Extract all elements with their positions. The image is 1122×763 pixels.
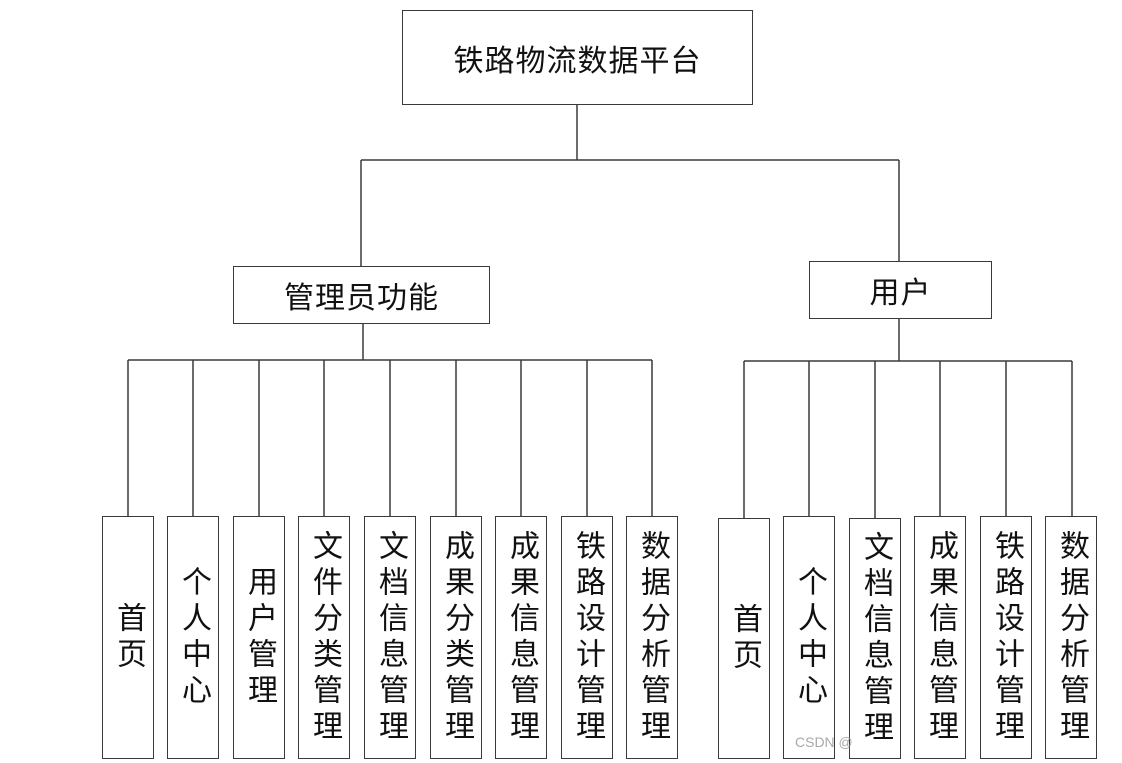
branch-user-label: 用户 [869,276,932,311]
leaf-label: 数据分析管理 [635,529,670,746]
leaf-admin-result-category: 成果分类管理 [430,516,482,759]
leaf-user-result-info: 成果信息管理 [914,516,966,759]
leaf-user-data-analysis: 数据分析管理 [1045,516,1097,759]
leaf-user-profile: 个人中心 [783,516,835,759]
watermark: CSDN @ [795,734,853,750]
leaf-admin-document-info: 文档信息管理 [364,516,416,759]
branch-admin-label: 管理员功能 [284,281,439,316]
leaf-admin-user-management: 用户管理 [233,516,285,759]
leaf-admin-railway-design: 铁路设计管理 [561,516,613,759]
leaf-user-railway-design: 铁路设计管理 [980,516,1032,759]
leaf-label: 文档信息管理 [858,530,893,747]
root-label: 铁路物流数据平台 [453,43,702,79]
leaf-label: 成果信息管理 [923,529,958,746]
leaf-label: 成果分类管理 [439,529,474,746]
leaf-user-home: 首页 [718,518,770,759]
leaf-admin-result-info: 成果信息管理 [495,516,547,759]
leaf-label: 铁路设计管理 [570,529,605,746]
leaf-label: 数据分析管理 [1054,529,1089,746]
leaf-user-document-info: 文档信息管理 [849,518,901,759]
leaf-label: 成果信息管理 [504,529,539,746]
leaf-label: 个人中心 [792,565,827,710]
leaf-admin-data-analysis: 数据分析管理 [626,516,678,759]
leaf-label: 铁路设计管理 [989,529,1024,746]
branch-admin-node: 管理员功能 [233,266,490,324]
leaf-label: 文档信息管理 [373,529,408,746]
leaf-label: 个人中心 [176,565,211,710]
root-node: 铁路物流数据平台 [402,10,753,105]
leaf-label: 首页 [111,601,146,674]
leaf-label: 首页 [727,602,762,675]
branch-user-node: 用户 [809,261,992,319]
leaf-admin-file-category: 文件分类管理 [298,516,350,759]
leaf-label: 文件分类管理 [307,529,342,746]
leaf-admin-profile: 个人中心 [167,516,219,759]
leaf-label: 用户管理 [242,565,277,710]
leaf-admin-home: 首页 [102,516,154,759]
